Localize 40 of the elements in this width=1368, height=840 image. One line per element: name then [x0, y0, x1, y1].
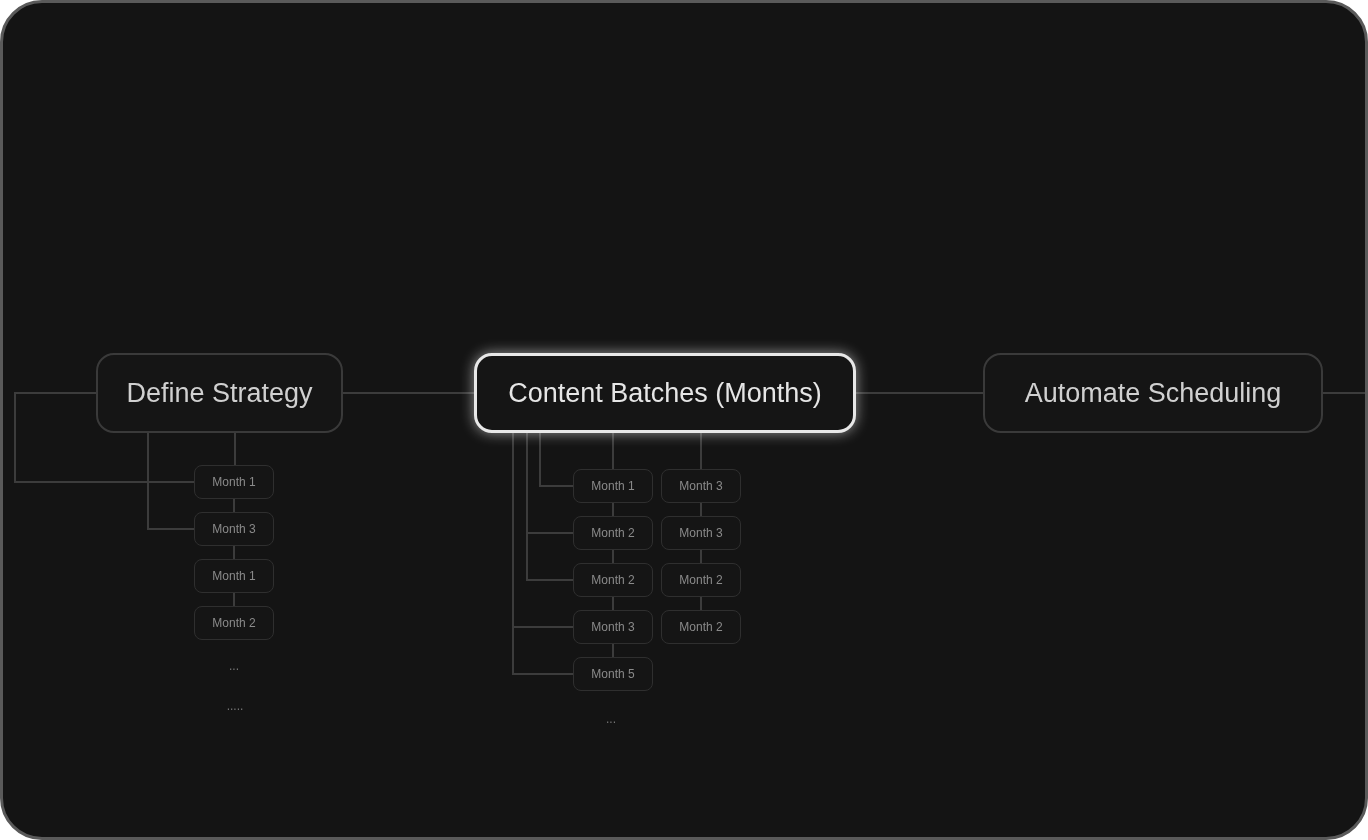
process-box: Content Batches (Months)	[474, 353, 856, 433]
month-box: Month 3	[194, 512, 274, 546]
connector-line	[234, 432, 236, 466]
connector-line	[1322, 392, 1365, 394]
month-box: Month 2	[661, 563, 741, 597]
connector-line	[233, 592, 235, 607]
connector-line	[147, 432, 195, 530]
connector-line	[700, 549, 702, 564]
connector-line	[526, 432, 574, 581]
connector-line	[612, 643, 614, 658]
month-box: Month 3	[573, 610, 653, 644]
connector-line	[14, 392, 195, 483]
connector-line	[700, 502, 702, 517]
month-box: Month 2	[573, 563, 653, 597]
ellipsis-text: ...	[605, 712, 617, 726]
connector-line	[612, 432, 614, 470]
connector-line	[612, 596, 614, 611]
connector-line	[342, 392, 475, 394]
connector-line	[700, 432, 702, 470]
month-box: Month 1	[194, 465, 274, 499]
process-box: Automate Scheduling	[983, 353, 1323, 433]
ellipsis-text: ...	[228, 659, 240, 673]
month-box: Month 3	[661, 516, 741, 550]
connector-line	[700, 596, 702, 611]
connector-line	[233, 545, 235, 560]
connector-line	[612, 502, 614, 517]
process-box: Define Strategy	[96, 353, 343, 433]
connector-line	[539, 432, 574, 487]
month-box: Month 5	[573, 657, 653, 691]
connector-line	[512, 432, 574, 675]
connector-line	[855, 392, 984, 394]
ellipsis-text: .....	[225, 699, 245, 713]
connector-line	[612, 549, 614, 564]
month-box: Month 3	[661, 469, 741, 503]
month-box: Month 1	[573, 469, 653, 503]
month-box: Month 2	[661, 610, 741, 644]
month-box: Month 2	[194, 606, 274, 640]
connector-line	[233, 498, 235, 513]
month-box: Month 2	[573, 516, 653, 550]
month-box: Month 1	[194, 559, 274, 593]
